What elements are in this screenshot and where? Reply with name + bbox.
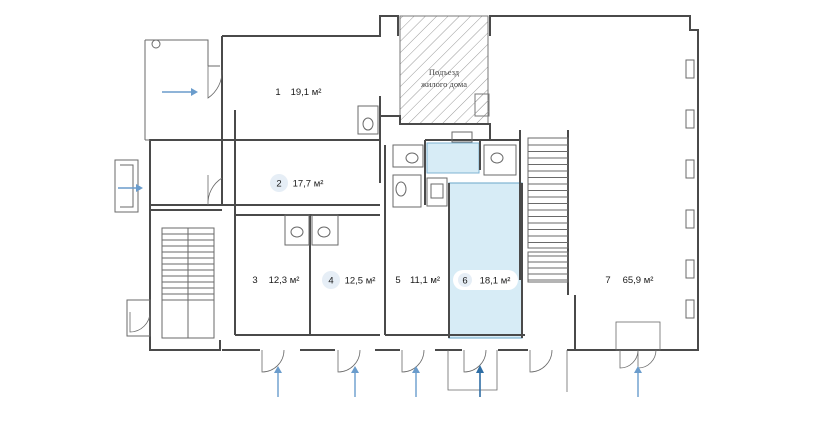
svg-text:6: 6	[462, 276, 467, 287]
porch-post	[151, 39, 161, 49]
entrance-label-line2: жилого дома	[420, 79, 467, 89]
room-5-label[interactable]: 5 11,1 м²	[395, 275, 440, 286]
svg-text:17,7 м²: 17,7 м²	[293, 179, 324, 190]
svg-text:1: 1	[275, 87, 280, 98]
left-porch	[144, 39, 220, 141]
svg-text:12,5 м²: 12,5 м²	[345, 276, 376, 287]
room-7-label[interactable]: 7 65,9 м²	[605, 275, 653, 286]
staircase-left	[161, 227, 215, 339]
toilet-fixtures	[284, 105, 517, 246]
svg-text:18,1 м²: 18,1 м²	[480, 276, 511, 287]
room-2-label[interactable]: 2 17,7 м²	[270, 174, 323, 192]
entry-arrows	[118, 88, 642, 397]
left-porch-3	[126, 299, 151, 337]
windows-right-wall	[685, 59, 695, 319]
svg-text:2: 2	[276, 179, 281, 190]
entrance-label-line1: Подъезд	[429, 67, 460, 77]
svg-text:4: 4	[328, 276, 333, 287]
room-3-label[interactable]: 3 12,3 м²	[252, 275, 299, 286]
stair-treads-left	[162, 233, 214, 301]
svg-text:5: 5	[395, 275, 400, 286]
room-1-label[interactable]: 1 19,1 м²	[275, 87, 321, 98]
svg-text:65,9 м²: 65,9 м²	[623, 275, 654, 286]
left-porch-2	[114, 159, 139, 213]
window	[685, 109, 695, 129]
svg-text:7: 7	[605, 275, 610, 286]
svg-text:19,1 м²: 19,1 м²	[291, 87, 322, 98]
room-4-label[interactable]: 4 12,5 м²	[322, 271, 375, 289]
stair-treads-right	[528, 144, 568, 281]
room-6-label[interactable]: 6 18,1 м²	[453, 270, 518, 290]
window	[685, 299, 695, 319]
window	[685, 159, 695, 179]
doors	[129, 66, 661, 392]
window	[685, 259, 695, 279]
svg-text:3: 3	[252, 275, 257, 286]
residential-entrance-hatch	[399, 15, 489, 125]
room-6-highlight[interactable]	[448, 182, 523, 339]
hatch-small	[474, 93, 490, 117]
svg-text:12,3 м²: 12,3 м²	[269, 275, 300, 286]
window	[685, 59, 695, 79]
window	[685, 209, 695, 229]
bathroom-highlight	[426, 142, 480, 174]
staircase-right	[527, 137, 569, 283]
svg-text:11,1 м²: 11,1 м²	[410, 275, 440, 286]
